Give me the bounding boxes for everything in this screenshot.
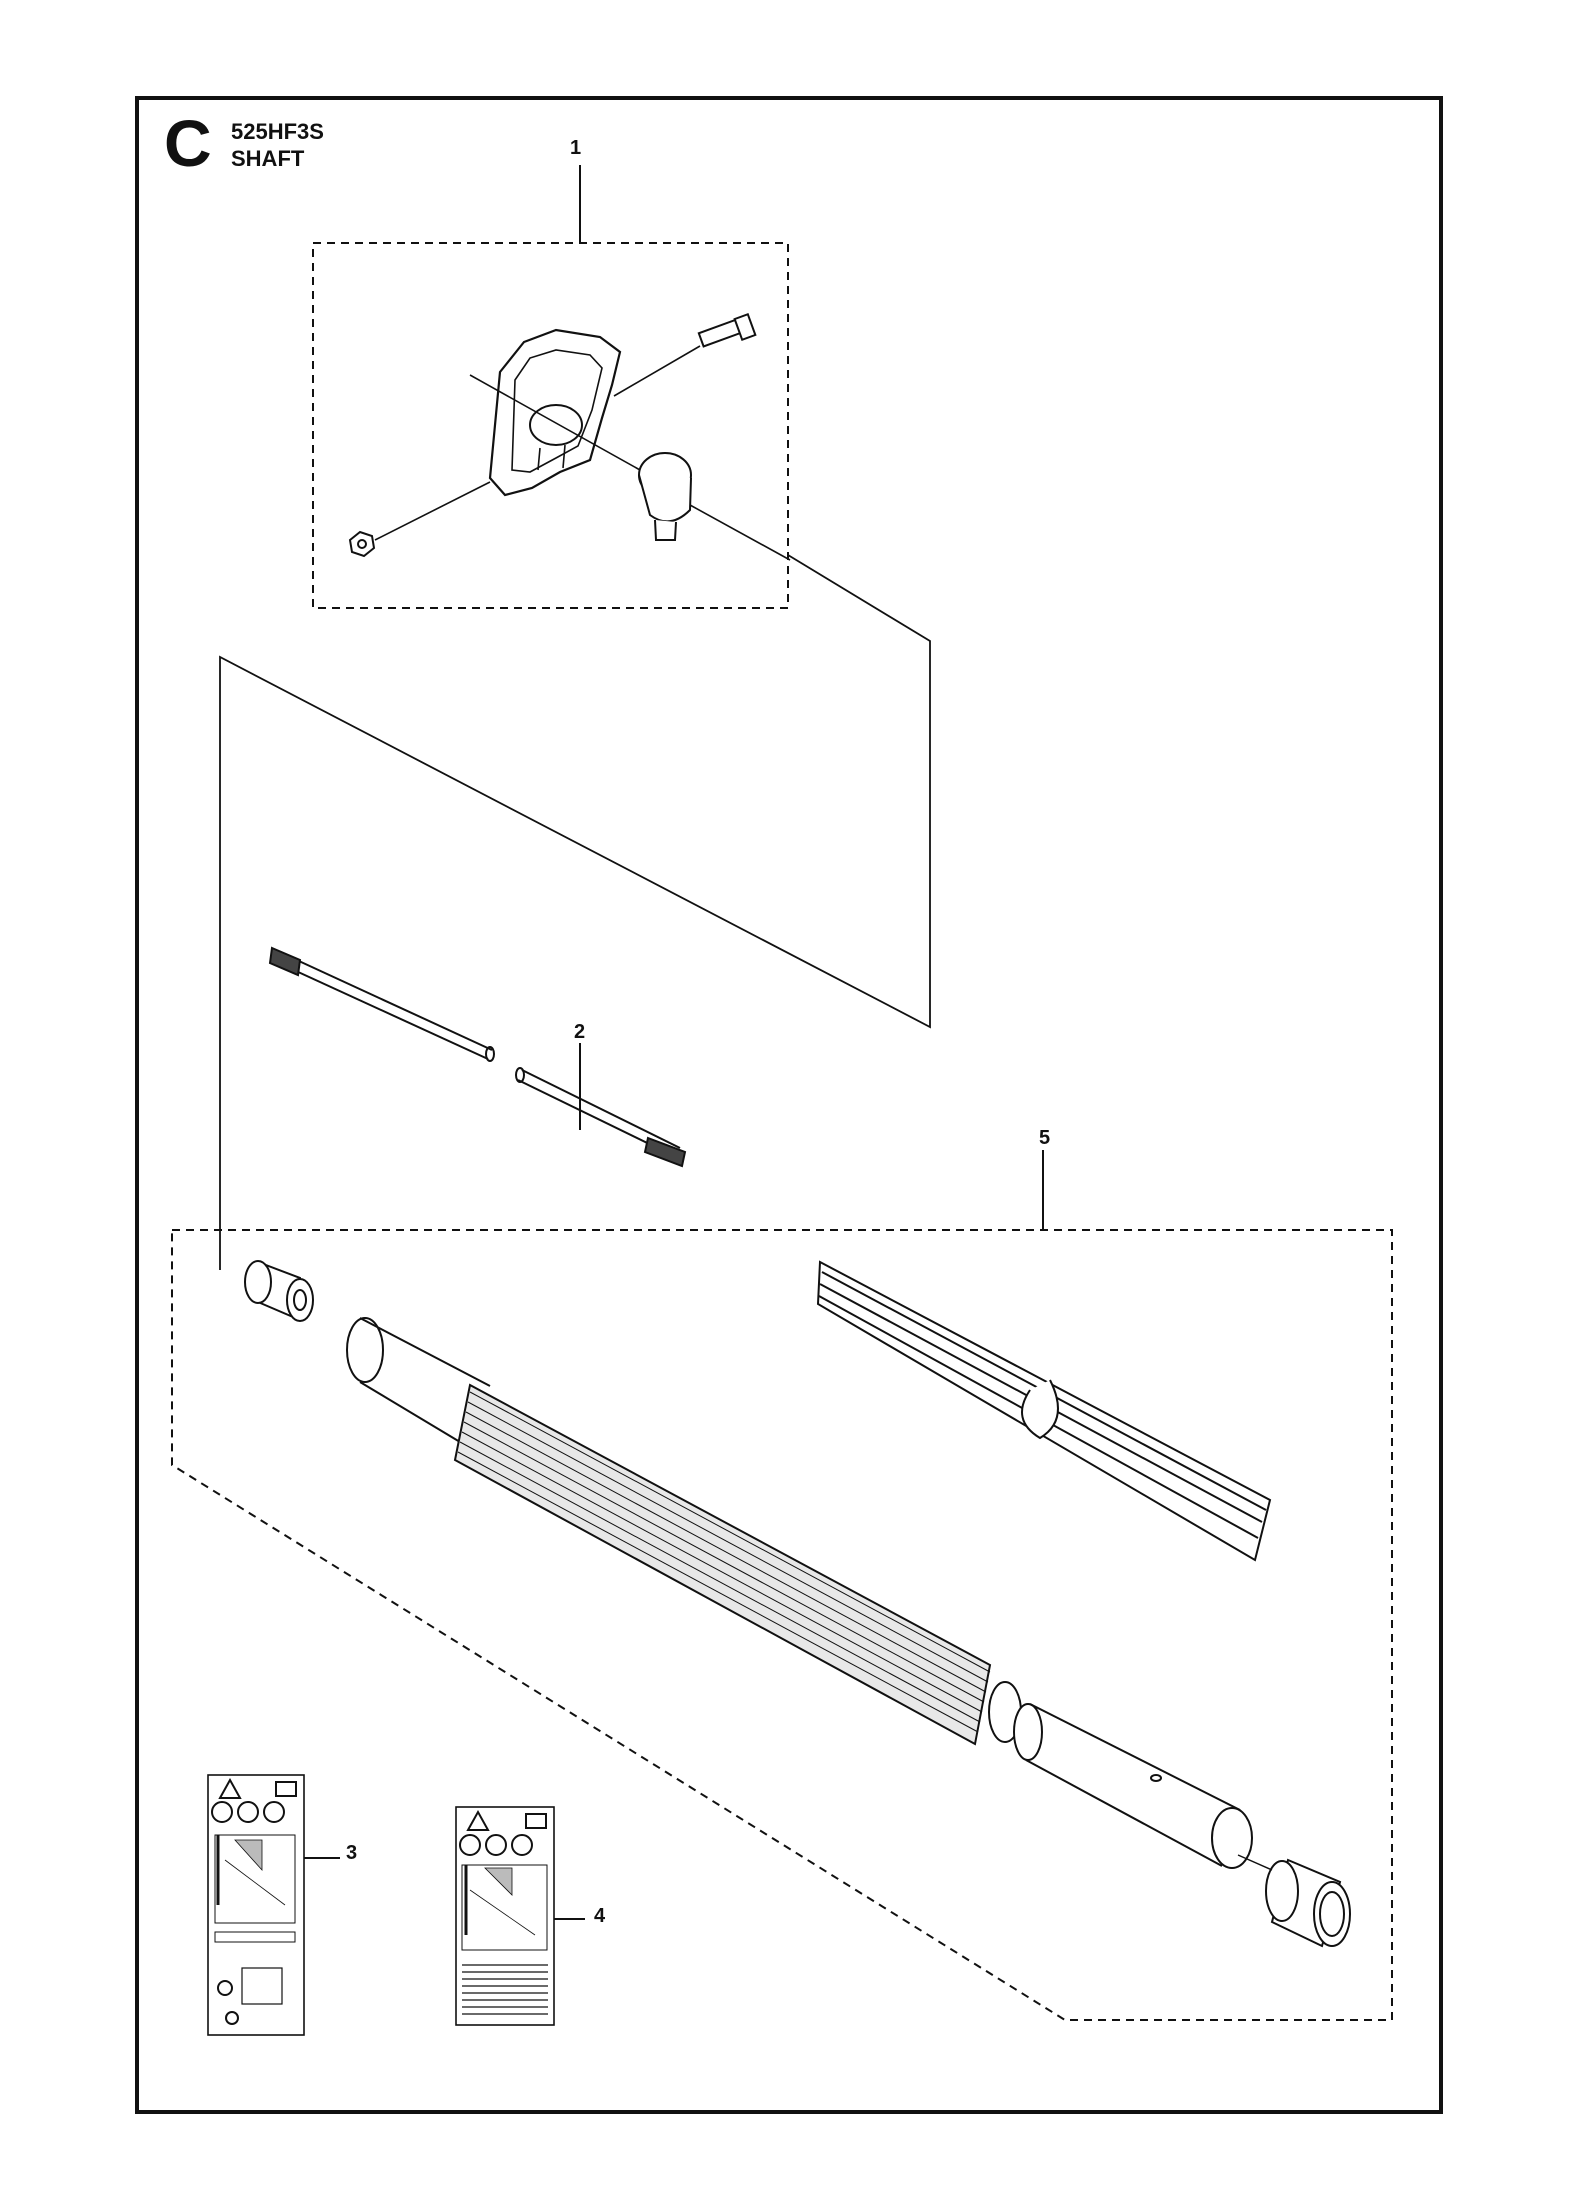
page-frame	[135, 96, 1443, 2114]
callout-5: 5	[1039, 1127, 1051, 1149]
outer-tube-grip	[346, 1317, 1022, 1746]
screw	[613, 312, 757, 397]
drive-shaft	[268, 946, 687, 1168]
end-sleeve-left	[244, 1260, 314, 1322]
model-number: 525HF3S	[231, 119, 324, 144]
group-box-5	[171, 1229, 1393, 2021]
section-letter: C	[164, 106, 212, 180]
callout-1: 1	[570, 137, 582, 159]
clamp	[469, 374, 791, 561]
warning-decal-4	[455, 1806, 585, 2026]
diagram-title: SHAFT	[231, 146, 305, 171]
inner-tube	[1013, 1703, 1253, 1869]
callout-3: 3	[346, 1842, 358, 1864]
guide-rail	[816, 1260, 1272, 1562]
handle-guard-plate	[488, 328, 622, 497]
warning-decal-3	[207, 1774, 340, 2036]
callout-4: 4	[594, 1905, 606, 1927]
nut	[348, 481, 491, 558]
callout-2: 2	[574, 1021, 586, 1043]
end-sleeve-right	[1237, 1854, 1351, 1948]
shaft-assembly-lines	[219, 554, 931, 1270]
